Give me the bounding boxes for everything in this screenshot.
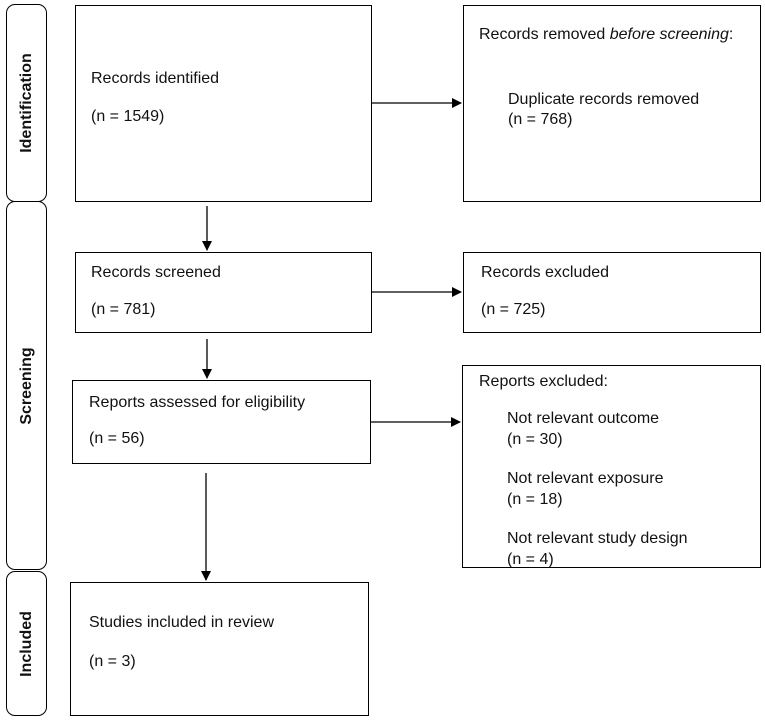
reports-assessed-count: (n = 56): [89, 430, 145, 447]
records-screened-count: (n = 781): [91, 301, 156, 318]
reports-excluded-title: Reports excluded:: [479, 373, 608, 390]
reason-outcome-label: Not relevant outcome: [507, 410, 660, 427]
studies-included-box: Studies included in review (n = 3): [70, 582, 369, 716]
reason-outcome-count: (n = 30): [507, 431, 563, 448]
reports-assessed-label: Reports assessed for eligibility: [89, 394, 306, 411]
records-excluded-label: Records excluded: [481, 264, 610, 281]
reason-study-design-count: (n = 4): [507, 551, 554, 568]
stage-identification: Identification: [6, 4, 47, 202]
reports-assessed-box: Reports assessed for eligibility (n = 56…: [72, 380, 371, 464]
reason-exposure-count: (n = 18): [507, 491, 563, 508]
records-screened-box: Records screened (n = 781): [75, 252, 372, 333]
records-excluded-count: (n = 725): [481, 301, 546, 318]
reason-exposure-label: Not relevant exposure: [507, 470, 664, 487]
reports-excluded-content: Reports excluded: Not relevant outcome (…: [463, 366, 759, 568]
reason-study-design-label: Not relevant study design: [507, 530, 688, 547]
records-identified-label: Records identified: [91, 70, 220, 87]
stage-included: Included: [6, 571, 47, 716]
studies-included-count: (n = 3): [89, 653, 136, 670]
records-identified-count: (n = 1549): [91, 108, 165, 125]
studies-included-label: Studies included in review: [89, 614, 274, 631]
stage-screening: Screening: [6, 201, 47, 570]
records-removed-box: Records removed before screening: Duplic…: [463, 5, 761, 202]
records-identified-box: Records identified (n = 1549): [75, 5, 372, 202]
records-screened-label: Records screened: [91, 264, 221, 281]
duplicate-records-label: Duplicate records removed: [508, 91, 700, 108]
records-excluded-box: Records excluded (n = 725): [463, 252, 761, 333]
records-removed-title: Records removed before screening:: [479, 26, 734, 43]
duplicate-records-count: (n = 768): [508, 111, 573, 128]
reports-excluded-box: Reports excluded: Not relevant outcome (…: [462, 365, 761, 568]
